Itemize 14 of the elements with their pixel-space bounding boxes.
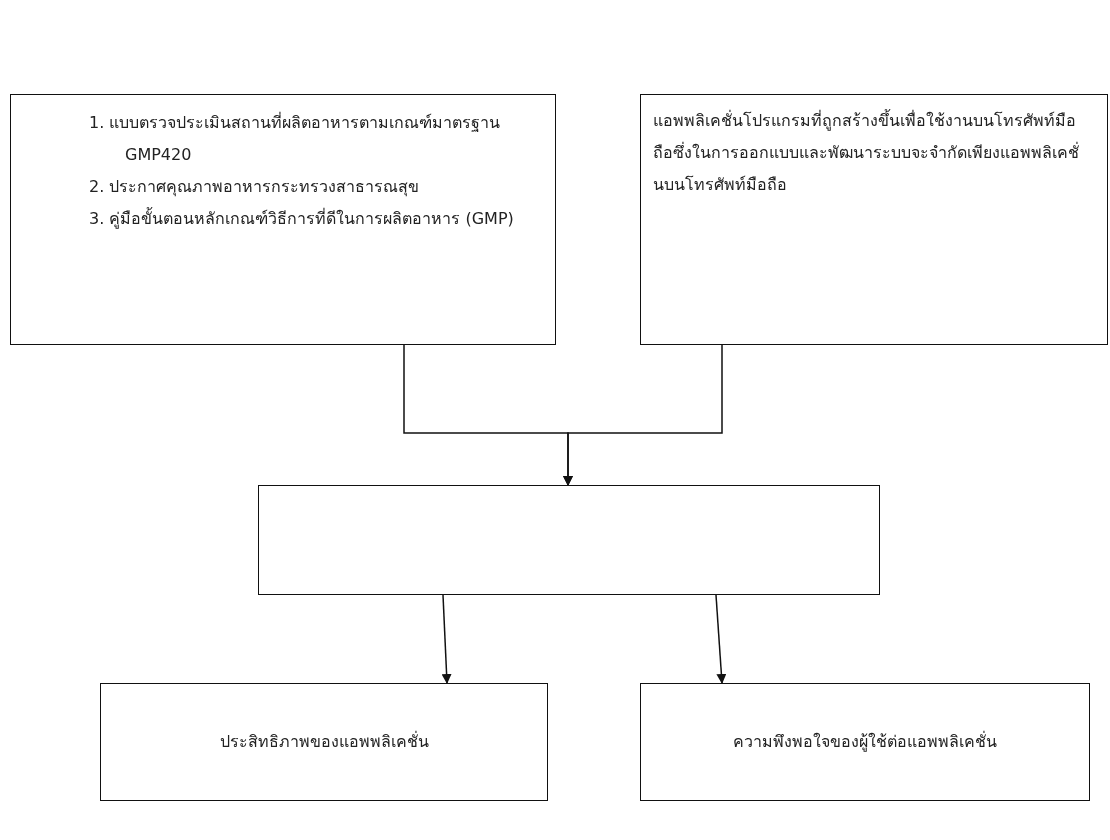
application-box (258, 485, 880, 595)
arrow (441, 594, 452, 684)
list-item: 3. คู่มือขั้นตอนหลักเกณฑ์วิธีการที่ดีในการผลิตอาหาร (GMP) (88, 206, 515, 231)
list-item: 1. แบบตรวจประเมินสถานที่ผลิตอาหารตามเกณฑ์มาตรฐาน GMP420 (88, 111, 502, 166)
outcome-box (640, 683, 1090, 801)
list-item: 2. ประกาศคุณภาพอาหารกระทรวงสาธารณสุข (88, 176, 421, 199)
box-text: ประสิทธิภาพของแอพพลิเคชั่น (219, 730, 429, 753)
arrow (715, 594, 727, 684)
description-box (640, 94, 1108, 345)
box-text: ความพึงพอใจของผู้ใช้ต่อแอพพลิเคชั่น (733, 730, 997, 754)
source-box (10, 94, 556, 345)
arrow (563, 344, 723, 486)
outcome-box (100, 683, 548, 801)
box-text: แอพพลิเคชั่นโปรแกรมที่ถูกสร้างขึ้นเพื่อใช้งานบนโทรศัพท์มือถือซึ่งในการออกแบบและพัฒนาระบบจะจำกัดเพียงแอพพลิเคชั่นบนโทรศัพท์มือถือ (653, 108, 1080, 196)
